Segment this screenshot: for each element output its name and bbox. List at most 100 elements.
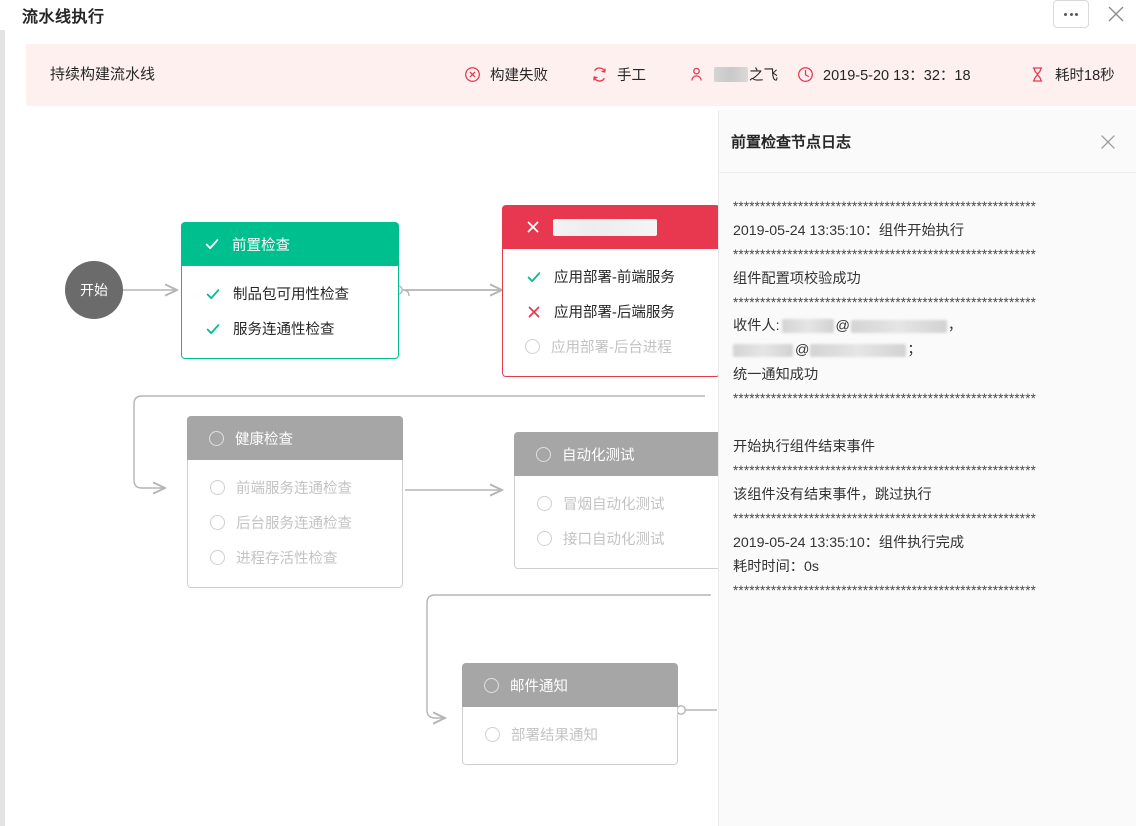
refresh-icon [591, 66, 608, 83]
log-line: ****************************************… [733, 583, 1037, 598]
node-mailnotify-steps: 部署结果通知 [462, 707, 678, 765]
recipients-line-1: 收件人: @ ， [733, 315, 962, 335]
node-precheck-title: 前置检查 [232, 237, 290, 254]
at-sign: @ [835, 318, 850, 334]
start-node[interactable]: 开始 [65, 261, 123, 319]
node-deploy-steps: 应用部署-前端服务 应用部署-后端服务 应用部署-后台进程 [502, 249, 718, 377]
redaction-block [733, 343, 793, 357]
step-row[interactable]: 服务连通性检查 [182, 311, 398, 346]
check-icon [205, 239, 219, 250]
log-line: 开始执行组件结束事件 [733, 439, 875, 455]
step-label: 接口自动化测试 [563, 532, 665, 548]
execution-summary-banner: 持续构建流水线 构建失败 手工 [26, 44, 1136, 106]
recipients-line-2: @； [733, 339, 922, 359]
clock-icon [797, 66, 814, 83]
hourglass-icon [1029, 66, 1046, 83]
executor-user-text: 之飞 [749, 68, 778, 84]
step-row[interactable]: 前端服务连通检查 [188, 470, 402, 505]
log-panel-title: 前置检查节点日志 [731, 133, 852, 151]
log-line: 2019-05-24 13:35:10：组件开始执行 [733, 223, 965, 239]
step-row[interactable]: 冒烟自动化测试 [515, 486, 718, 521]
node-deploy-title-redacted [553, 218, 657, 236]
circle-icon [210, 480, 225, 495]
step-row[interactable]: 应用部署-后端服务 [503, 294, 718, 329]
check-icon [206, 288, 220, 299]
log-line: 2019-05-24 13:35:10：组件执行完成 [733, 535, 965, 551]
node-deploy[interactable]: 应用部署-前端服务 应用部署-后端服务 应用部署-后台进程 [502, 205, 718, 377]
node-mailnotify[interactable]: 邮件通知 部署结果通知 [462, 663, 678, 765]
user-icon [688, 66, 705, 83]
step-label: 后台服务连通检查 [236, 516, 352, 532]
node-precheck[interactable]: 前置检查 制品包可用性检查 服务连通性检查 [181, 222, 399, 359]
error-circle-icon [464, 66, 481, 83]
log-line: 耗时时间：0s [733, 559, 819, 575]
execution-time: 2019-5-20 13：32：18 [797, 64, 971, 85]
circle-icon [537, 496, 552, 511]
close-log-panel-button[interactable] [1097, 131, 1119, 153]
log-line-blank [733, 411, 1122, 435]
cross-icon [528, 306, 540, 317]
pipeline-graph-canvas[interactable]: 开始 前置检查 制品包可用性检查 服务连通性检查 [5, 110, 718, 826]
log-line: ****************************************… [733, 463, 1037, 478]
log-line: 组件配置项校验成功 [733, 271, 861, 287]
circle-icon [536, 446, 551, 462]
log-line: 该组件没有结束事件，跳过执行 [733, 487, 932, 503]
log-line: ****************************************… [733, 199, 1037, 214]
circle-icon [537, 531, 552, 546]
recipients-terminator: ； [907, 342, 922, 358]
check-icon [527, 271, 541, 282]
node-healthcheck-title: 健康检查 [235, 431, 293, 448]
node-precheck-header: 前置检查 [181, 222, 399, 266]
step-row[interactable]: 应用部署-前端服务 [503, 259, 718, 294]
redaction-block [781, 319, 834, 334]
circle-icon [484, 677, 499, 693]
execution-time-label: 2019-5-20 13：32：18 [823, 68, 971, 84]
circle-icon [210, 515, 225, 530]
step-row[interactable]: 制品包可用性检查 [182, 276, 398, 311]
execution-duration: 耗时18秒 [1029, 64, 1115, 85]
node-healthcheck-steps: 前端服务连通检查 后台服务连通检查 进程存活性检查 [187, 460, 403, 588]
node-autotest-steps: 冒烟自动化测试 接口自动化测试 [514, 476, 718, 569]
log-line: 统一通知成功 [733, 367, 819, 383]
executor-user: 之飞 [688, 64, 778, 85]
pipeline-name: 持续构建流水线 [50, 66, 156, 83]
trigger-type-label: 手工 [617, 68, 646, 84]
more-options-button[interactable] [1053, 0, 1089, 28]
step-row[interactable]: 进程存活性检查 [188, 540, 402, 575]
node-mailnotify-title: 邮件通知 [510, 678, 568, 695]
log-line: ****************************************… [733, 295, 1037, 310]
node-autotest[interactable]: 自动化测试 冒烟自动化测试 接口自动化测试 [514, 432, 718, 569]
step-row[interactable]: 部署结果通知 [463, 717, 677, 752]
circle-icon [210, 550, 225, 565]
step-row[interactable]: 后台服务连通检查 [188, 505, 402, 540]
step-label: 部署结果通知 [511, 728, 598, 744]
log-line: ****************************************… [733, 247, 1037, 262]
step-row[interactable]: 接口自动化测试 [515, 521, 718, 556]
node-deploy-header [502, 205, 718, 249]
build-status: 构建失败 [464, 64, 548, 85]
step-label: 应用部署-后台进程 [551, 340, 672, 356]
build-status-label: 构建失败 [490, 68, 548, 84]
step-label: 制品包可用性检查 [233, 287, 349, 303]
log-line-recipients: 收件人: @ ， @； [733, 315, 1122, 363]
node-healthcheck-header: 健康检查 [187, 416, 403, 460]
log-line: ****************************************… [733, 511, 1037, 526]
recipients-separator: ， [947, 318, 963, 334]
log-line: ****************************************… [733, 391, 1037, 406]
node-healthcheck[interactable]: 健康检查 前端服务连通检查 后台服务连通检查 进程存活性检查 [187, 416, 403, 588]
step-label: 冒烟自动化测试 [563, 497, 665, 513]
more-dots-icon [1064, 12, 1078, 16]
log-panel-body[interactable]: ****************************************… [719, 173, 1136, 826]
window-titlebar: 流水线执行 [0, 0, 1136, 30]
step-label: 进程存活性检查 [236, 551, 338, 567]
recipients-prefix: 收件人: [733, 318, 780, 334]
redaction-block [714, 67, 748, 82]
step-row[interactable]: 应用部署-后台进程 [503, 329, 718, 364]
check-icon [206, 323, 220, 334]
execution-duration-label: 耗时18秒 [1055, 68, 1115, 84]
close-window-button[interactable] [1104, 2, 1128, 26]
step-label: 服务连通性检查 [233, 322, 335, 338]
executor-user-label: 之飞 [714, 64, 778, 85]
node-mailnotify-header: 邮件通知 [462, 663, 678, 707]
